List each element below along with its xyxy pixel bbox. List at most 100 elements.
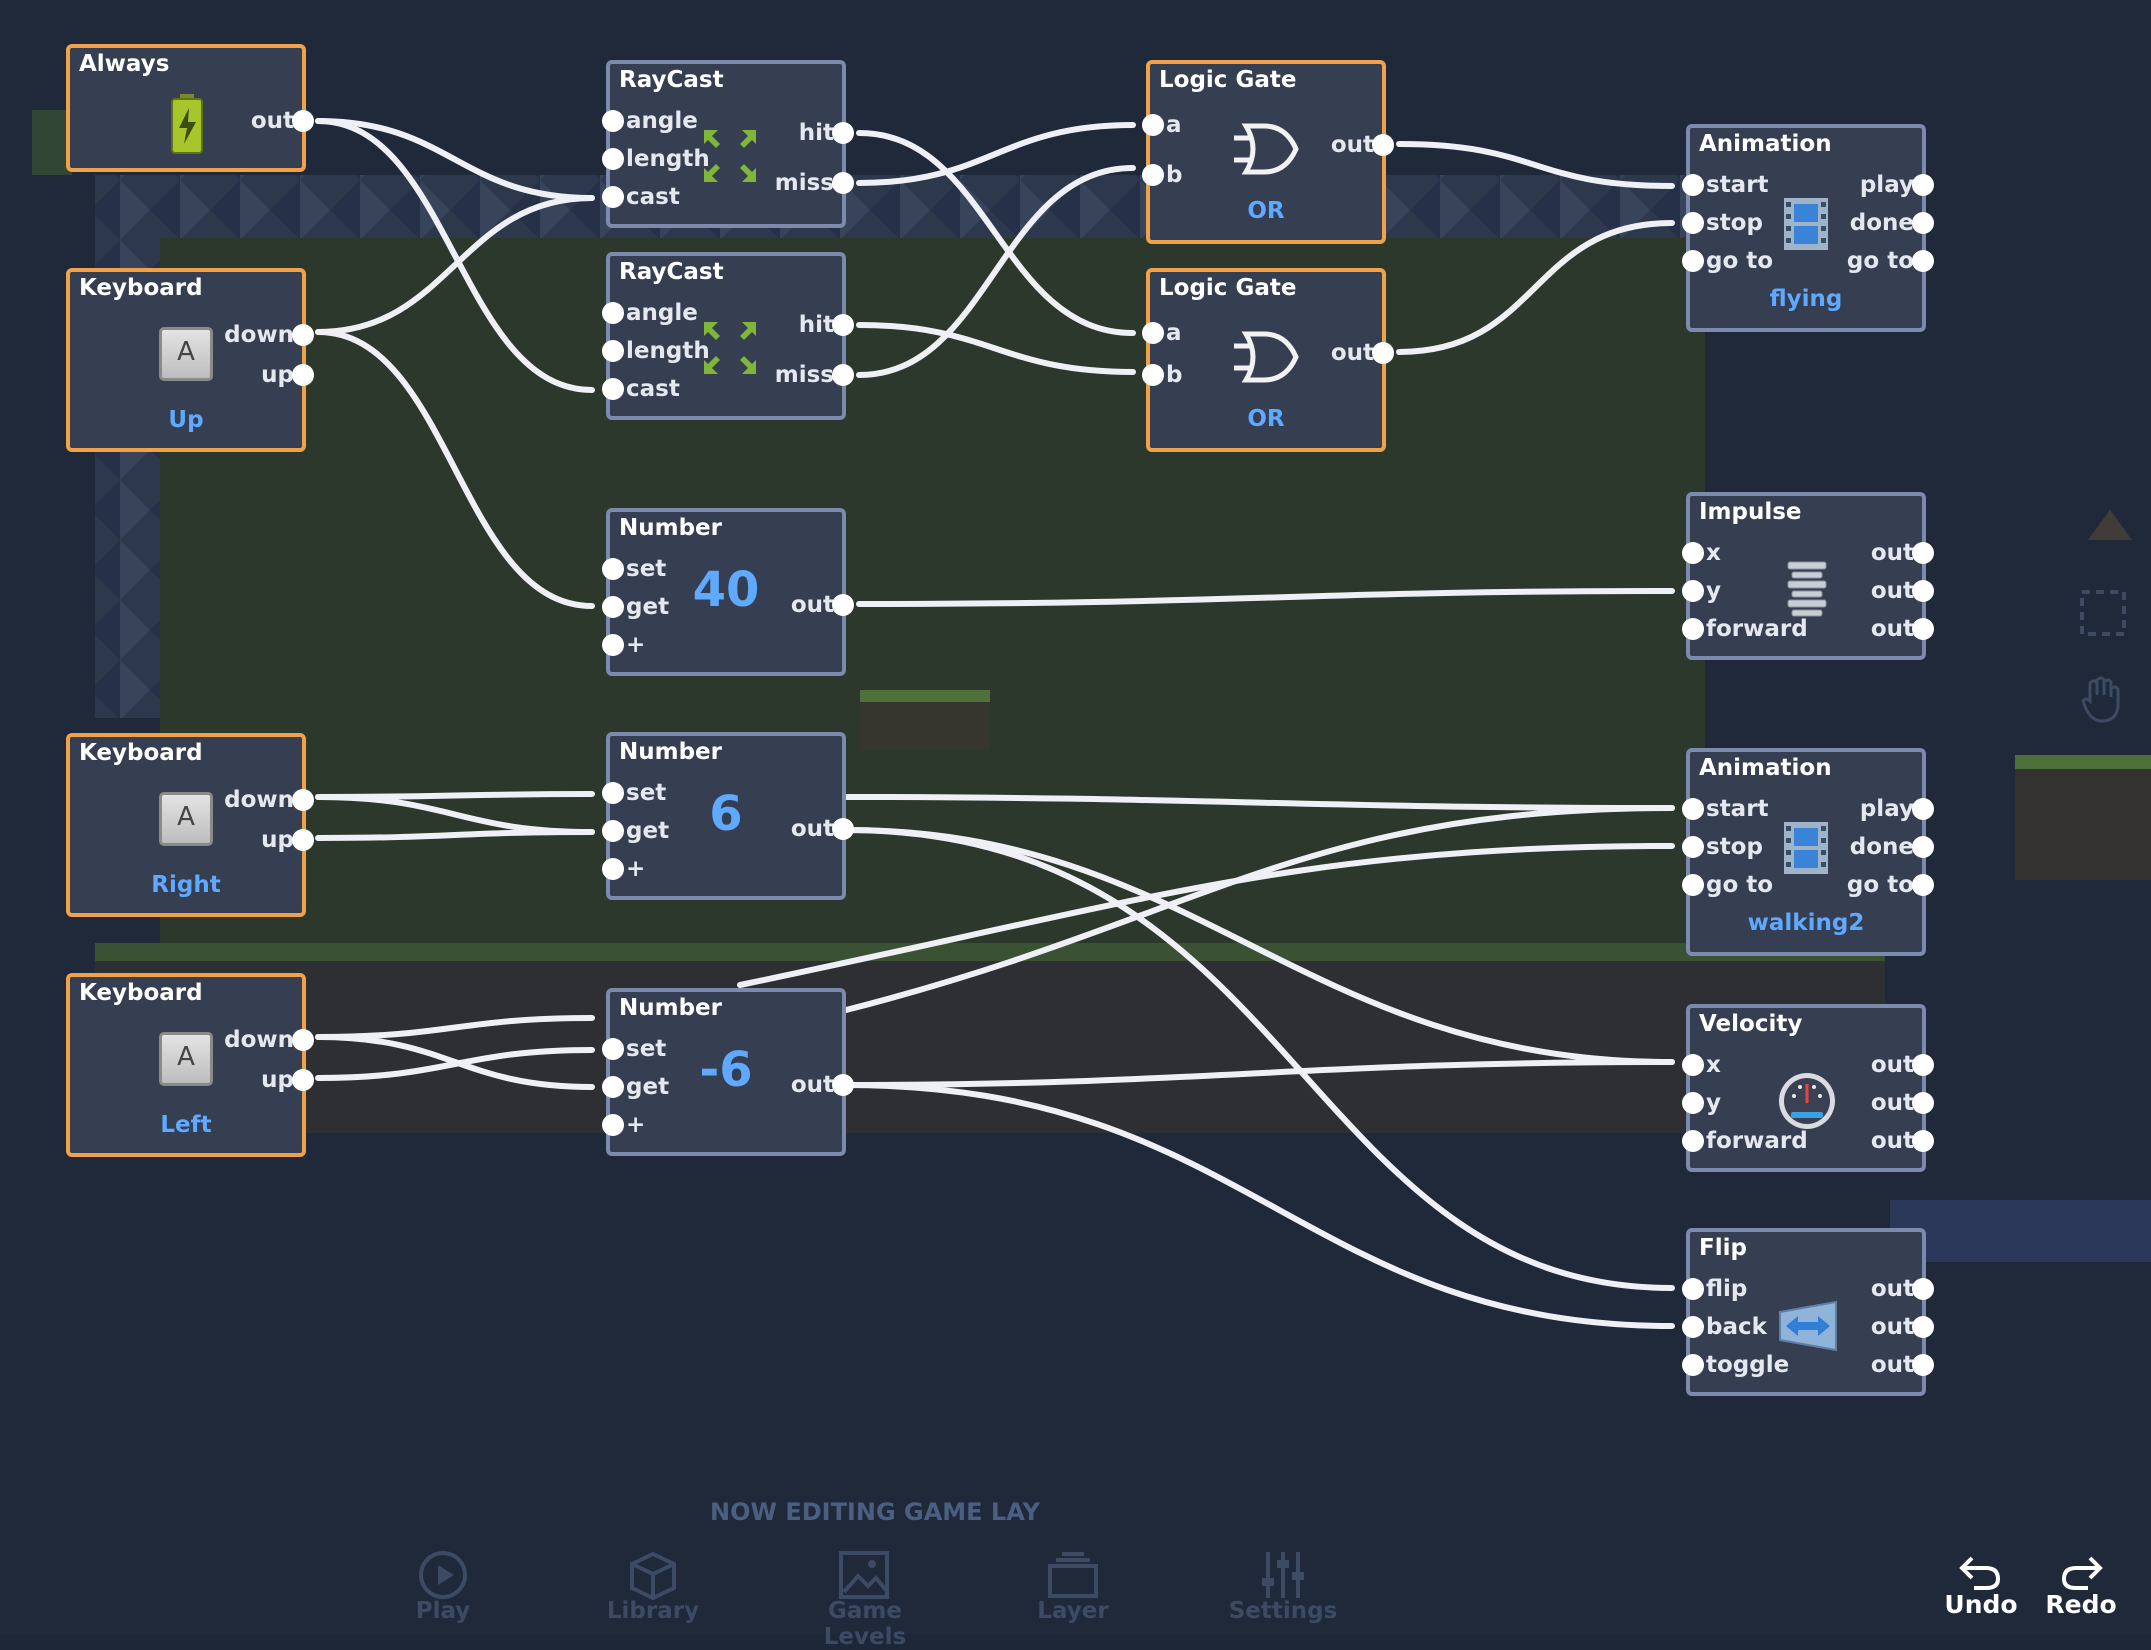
port-up[interactable]: up: [261, 362, 314, 388]
port-miss[interactable]: miss: [775, 362, 854, 388]
port-out-3[interactable]: out: [1871, 1352, 1934, 1378]
port-set[interactable]: set: [602, 1036, 666, 1062]
port-length[interactable]: length: [602, 338, 710, 364]
number-value[interactable]: 6: [709, 786, 743, 842]
port-out-2[interactable]: out: [1871, 1314, 1934, 1340]
port-go-to-out[interactable]: go to: [1847, 248, 1934, 274]
port-down[interactable]: down: [224, 1027, 314, 1053]
number-value[interactable]: -6: [699, 1042, 753, 1098]
number-node-minus6[interactable]: Number set get + -6 out: [602, 988, 854, 1156]
port-hit[interactable]: hit: [799, 312, 854, 338]
layers-icon[interactable]: [1046, 1550, 1100, 1600]
port-out[interactable]: out: [791, 1072, 854, 1098]
port-length[interactable]: length: [602, 146, 710, 172]
nav-library[interactable]: Library: [606, 1598, 700, 1624]
port-plus[interactable]: +: [602, 632, 645, 658]
nav-game-levels[interactable]: Game Levels: [823, 1598, 907, 1650]
port-back[interactable]: back: [1682, 1314, 1767, 1340]
animation-name[interactable]: walking2: [1747, 910, 1865, 936]
port-up[interactable]: up: [261, 1067, 314, 1093]
port-toggle[interactable]: toggle: [1682, 1352, 1789, 1378]
port-plus[interactable]: +: [602, 1112, 645, 1138]
library-icon[interactable]: [628, 1550, 678, 1600]
number-node-40[interactable]: Number set get + 40 out: [602, 508, 854, 676]
port-hit[interactable]: hit: [799, 120, 854, 146]
port-a[interactable]: a: [1142, 112, 1182, 138]
animation-node-walking2[interactable]: Animation start stop go to play done go …: [1682, 748, 1934, 956]
logic-gate-node-1[interactable]: Logic Gate a b out OR: [1142, 60, 1394, 244]
port-up[interactable]: up: [261, 827, 314, 853]
nav-layer[interactable]: Layer: [1037, 1598, 1109, 1624]
keyboard-up-node[interactable]: Keyboard A down up Up: [66, 268, 314, 452]
port-b[interactable]: b: [1142, 162, 1182, 188]
port-forward[interactable]: forward: [1682, 1128, 1808, 1154]
port-angle[interactable]: angle: [602, 108, 698, 134]
port-start[interactable]: start: [1682, 172, 1769, 198]
gate-mode[interactable]: OR: [1247, 198, 1285, 224]
port-go-to[interactable]: go to: [1682, 248, 1773, 274]
keyboard-left-node[interactable]: Keyboard A down up Left: [66, 973, 314, 1157]
select-tool-icon[interactable]: [2078, 588, 2128, 638]
hand-tool-icon[interactable]: [2080, 675, 2126, 725]
port-out-1[interactable]: out: [1871, 1276, 1934, 1302]
paint-tool-icon[interactable]: [2080, 500, 2140, 550]
port-cast[interactable]: cast: [602, 184, 680, 210]
port-down[interactable]: down: [224, 322, 314, 348]
port-angle[interactable]: angle: [602, 300, 698, 326]
port-out-3[interactable]: out: [1871, 616, 1934, 642]
logic-gate-node-2[interactable]: Logic Gate a b out OR: [1142, 268, 1394, 452]
port-stop[interactable]: stop: [1682, 210, 1763, 236]
flip-node[interactable]: Flip flip back toggle out out out: [1682, 1228, 1934, 1396]
port-b[interactable]: b: [1142, 362, 1182, 388]
nav-settings[interactable]: Settings: [1228, 1598, 1338, 1624]
gate-mode[interactable]: OR: [1247, 406, 1285, 432]
port-go-to[interactable]: go to: [1682, 872, 1773, 898]
port-down[interactable]: down: [224, 787, 314, 813]
port-get[interactable]: get: [602, 594, 669, 620]
port-out[interactable]: out: [1331, 132, 1394, 158]
port-flip[interactable]: flip: [1682, 1276, 1747, 1302]
number-value[interactable]: 40: [692, 562, 760, 618]
port-out-2[interactable]: out: [1871, 1090, 1934, 1116]
animation-name[interactable]: flying: [1769, 286, 1843, 312]
port-forward[interactable]: forward: [1682, 616, 1808, 642]
port-stop[interactable]: stop: [1682, 834, 1763, 860]
undo-button[interactable]: Undo: [1944, 1590, 2018, 1619]
number-node-6[interactable]: Number set get + 6 out: [602, 732, 854, 900]
port-play[interactable]: play: [1860, 796, 1934, 822]
port-set[interactable]: set: [602, 556, 666, 582]
always-node[interactable]: Always out: [66, 44, 314, 172]
port-set[interactable]: set: [602, 780, 666, 806]
redo-icon[interactable]: [2060, 1554, 2104, 1592]
port-x[interactable]: x: [1682, 540, 1721, 566]
port-get[interactable]: get: [602, 1074, 669, 1100]
raycast-node-2[interactable]: RayCast angle length cast hit miss: [602, 252, 854, 420]
port-go-to-out[interactable]: go to: [1847, 872, 1934, 898]
port-out[interactable]: out: [251, 108, 314, 134]
port-y[interactable]: y: [1682, 1090, 1721, 1116]
play-icon[interactable]: [418, 1550, 468, 1600]
port-done[interactable]: done: [1850, 210, 1934, 236]
image-icon[interactable]: [838, 1550, 890, 1600]
port-out-3[interactable]: out: [1871, 1128, 1934, 1154]
sliders-icon[interactable]: [1258, 1550, 1308, 1600]
port-out[interactable]: out: [791, 592, 854, 618]
raycast-node-1[interactable]: RayCast angle length cast hit miss: [602, 60, 854, 228]
redo-button[interactable]: Redo: [2045, 1590, 2117, 1619]
port-miss[interactable]: miss: [775, 170, 854, 196]
port-out-1[interactable]: out: [1871, 540, 1934, 566]
animation-node-flying[interactable]: Animation start stop go to play done go …: [1682, 124, 1934, 332]
port-cast[interactable]: cast: [602, 376, 680, 402]
port-out-2[interactable]: out: [1871, 578, 1934, 604]
impulse-node[interactable]: Impulse x y forward out out out: [1682, 492, 1934, 660]
port-y[interactable]: y: [1682, 578, 1721, 604]
port-start[interactable]: start: [1682, 796, 1769, 822]
port-done[interactable]: done: [1850, 834, 1934, 860]
port-out[interactable]: out: [791, 816, 854, 842]
undo-icon[interactable]: [1958, 1554, 2002, 1592]
keyboard-right-node[interactable]: Keyboard A down up Right: [66, 733, 314, 917]
port-get[interactable]: get: [602, 818, 669, 844]
port-play[interactable]: play: [1860, 172, 1934, 198]
velocity-node[interactable]: Velocity x y forward out out out: [1682, 1004, 1934, 1172]
port-a[interactable]: a: [1142, 320, 1182, 346]
